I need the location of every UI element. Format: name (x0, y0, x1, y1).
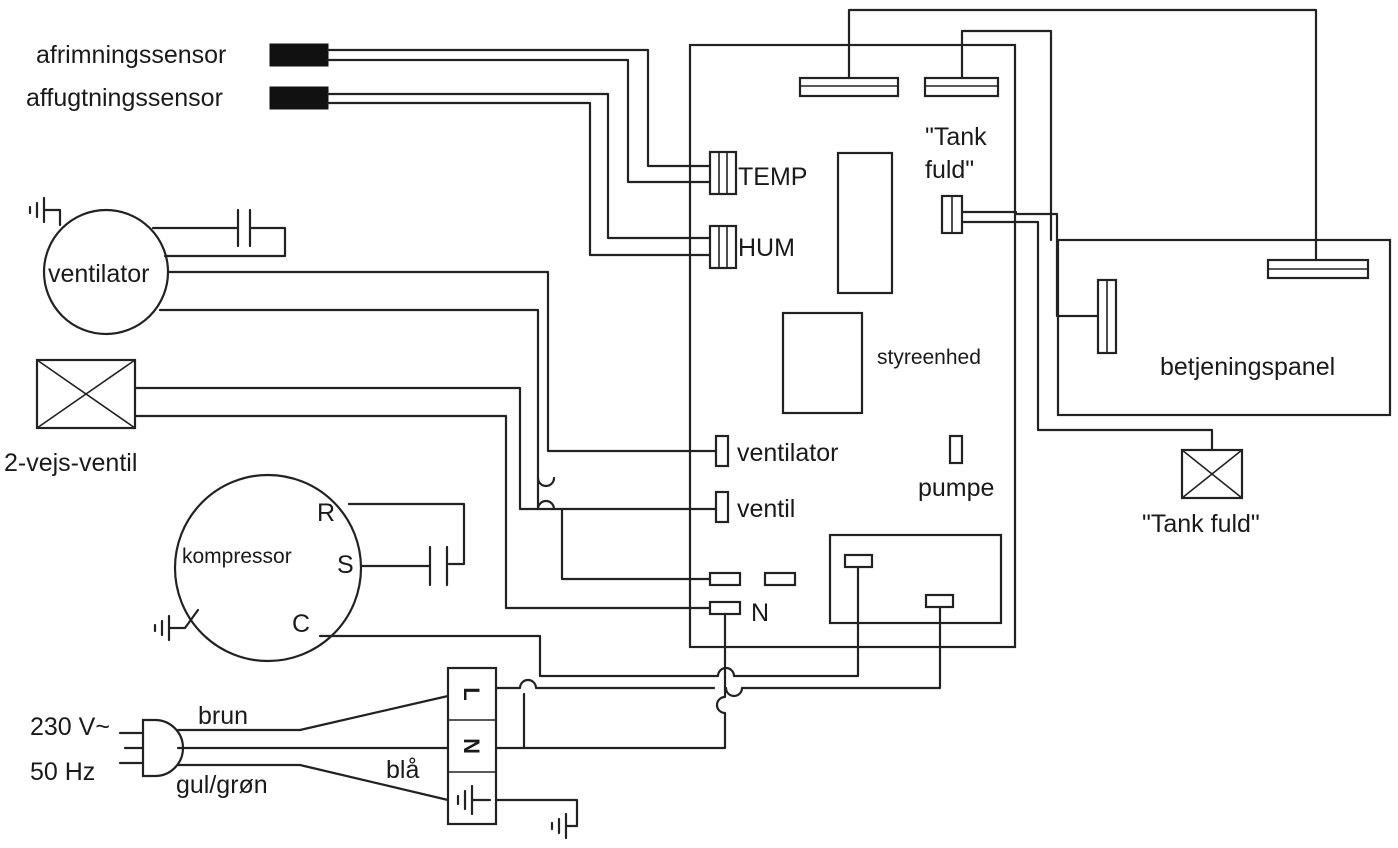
fan-ground-icon (28, 196, 62, 227)
blue-wire-label: blå (386, 756, 419, 784)
board-chip-tall (836, 151, 894, 295)
compressor-capacitor (347, 502, 466, 587)
brown-wire-label: brun (198, 702, 248, 730)
tank-full-connector (940, 194, 964, 235)
board-terminal-2 (763, 571, 797, 587)
board-top-connector-left (798, 76, 900, 98)
board-valve-terminal (714, 490, 730, 524)
relay-terminal-left (843, 553, 874, 569)
compressor-label: kompressor (182, 545, 292, 568)
terminal-n-label: N (459, 738, 484, 754)
bottom-ground-icon (494, 798, 579, 840)
board-terminal-1 (708, 571, 742, 587)
compressor-pin-r: R (317, 499, 335, 527)
compressor-ground-icon (153, 608, 200, 642)
board-fan-label: ventilator (737, 439, 838, 467)
tank-full-switch-label: "Tank fuld" (1142, 510, 1260, 538)
relay-box (828, 533, 1003, 625)
board-valve-label: ventil (737, 495, 795, 523)
control-unit-label: styreenhed (877, 346, 981, 369)
hum-connector (708, 224, 738, 270)
tank-full-label-line1: "Tank (925, 123, 987, 151)
dehum-sensor-probe (269, 86, 329, 110)
fan-motor-label: ventilator (48, 260, 149, 288)
frequency-label: 50 Hz (30, 758, 95, 786)
board-chip-square (781, 311, 864, 415)
defrost-sensor-probe (269, 43, 329, 67)
two-way-valve (35, 358, 137, 430)
control-panel-label: betjeningspanel (1160, 353, 1335, 381)
compressor-pin-s: S (337, 551, 354, 579)
hum-label: HUM (738, 234, 795, 262)
terminal-l-label: L (459, 687, 484, 700)
board-neutral-label: N (751, 599, 769, 627)
tank-full-switch (1180, 448, 1244, 500)
fan-capacitor (151, 208, 287, 258)
board-top-connector-right (923, 76, 1000, 98)
tank-full-label-line2: fuld" (925, 156, 974, 184)
defrost-sensor-label: afrimningssensor (36, 41, 226, 69)
two-way-valve-label: 2-vejs-ventil (4, 449, 137, 477)
pump-label: pumpe (918, 474, 994, 502)
relay-terminal-right (924, 593, 955, 609)
board-terminal-n (708, 600, 742, 616)
voltage-label: 230 V~ (30, 713, 110, 741)
yellow-green-wire-label: gul/grøn (176, 771, 268, 799)
temp-connector (708, 150, 738, 196)
panel-connector-top (1266, 258, 1370, 280)
compressor (173, 473, 363, 663)
terminal-ground-icon (456, 784, 492, 816)
pump-terminal (948, 434, 964, 465)
panel-connector-side (1096, 278, 1118, 355)
wires (133, 8, 1318, 802)
power-plug (118, 718, 185, 778)
dehum-sensor-label: affugtningssensor (26, 84, 223, 112)
temp-label: TEMP (738, 163, 807, 191)
board-fan-terminal (714, 434, 730, 468)
compressor-pin-c: C (292, 610, 310, 638)
